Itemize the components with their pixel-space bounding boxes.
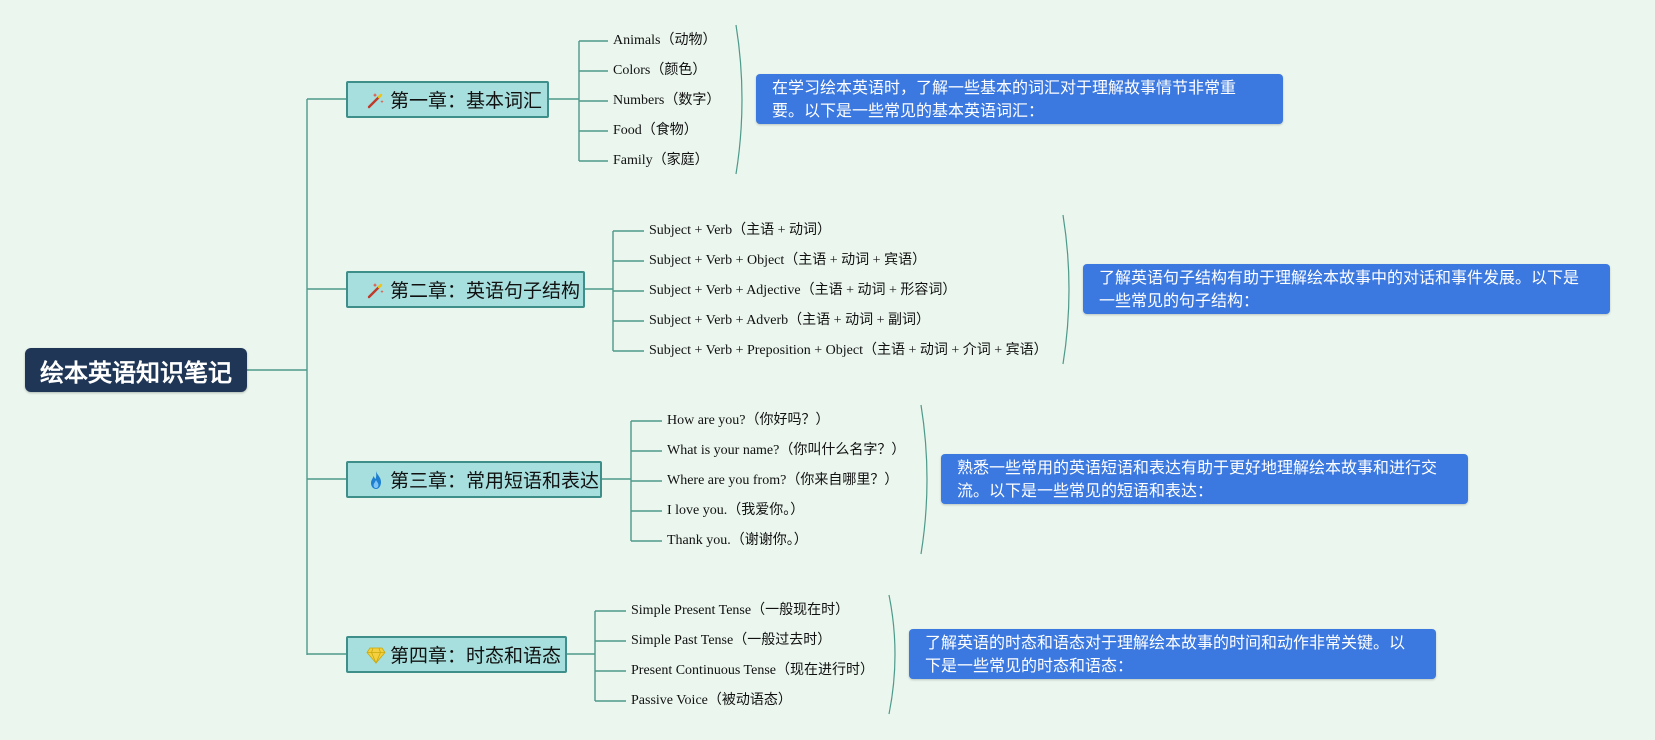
chapter-3-title: 第三章：常用短语和表达 (390, 470, 600, 492)
root-node[interactable]: 绘本英语知识笔记 (25, 348, 247, 392)
chapter-1-item[interactable]: Colors（颜色） (613, 63, 707, 78)
chapter-1-item[interactable]: Numbers（数字） (613, 93, 721, 108)
magic-wand-icon (366, 90, 386, 110)
diamond-icon (366, 645, 386, 665)
chapter-1-summary-bracket (735, 24, 743, 175)
chapter-3-item[interactable]: What is your name?（你叫什么名字？） (667, 443, 906, 458)
chapter-3-item[interactable]: I love you.（我爱你。） (667, 503, 805, 518)
chapter-2-node[interactable]: 第二章：英语句子结构 (346, 271, 585, 308)
chapter-2-item[interactable]: Subject + Verb + Adverb（主语 + 动词 + 副词） (649, 313, 930, 328)
chapter-4-item[interactable]: Simple Past Tense（一般过去时） (631, 633, 832, 648)
chapter-2-item[interactable]: Subject + Verb + Preposition + Object（主语… (649, 343, 1048, 358)
chapter-2-item[interactable]: Subject + Verb + Adjective（主语 + 动词 + 形容词… (649, 283, 957, 298)
chapter-2-item[interactable]: Subject + Verb + Object（主语 + 动词 + 宾语） (649, 253, 927, 268)
chapter-4-item[interactable]: Present Continuous Tense（现在进行时） (631, 663, 874, 678)
chapter-1-note[interactable]: 在学习绘本英语时，了解一些基本的词汇对于理解故事情节非常重要。以下是一些常见的基… (756, 74, 1283, 124)
chapter-3-item[interactable]: How are you?（你好吗？） (667, 413, 830, 428)
chapter-2-title: 第二章：英语句子结构 (390, 280, 581, 302)
chapter-4-item[interactable]: Passive Voice（被动语态） (631, 693, 792, 708)
chapter-4-title: 第四章：时态和语态 (390, 645, 562, 667)
chapter-1-item[interactable]: Family（家庭） (613, 153, 709, 168)
magic-wand-icon (366, 280, 386, 300)
chapter-3-item[interactable]: Where are you from?（你来自哪里？） (667, 473, 899, 488)
chapter-1-node[interactable]: 第一章：基本词汇 (346, 81, 549, 118)
chapter-1-title: 第一章：基本词汇 (390, 90, 543, 112)
chapter-4-summary-bracket (888, 594, 896, 715)
chapter-3-note[interactable]: 熟悉一些常用的英语短语和表达有助于更好地理解绘本故事和进行交流。以下是一些常见的… (941, 454, 1468, 504)
chapter-3-item[interactable]: Thank you.（谢谢你。） (667, 533, 808, 548)
chapter-1-item[interactable]: Animals（动物） (613, 33, 717, 48)
chapter-2-note[interactable]: 了解英语句子结构有助于理解绘本故事中的对话和事件发展。以下是一些常见的句子结构： (1083, 264, 1610, 314)
chapter-4-item[interactable]: Simple Present Tense（一般现在时） (631, 603, 850, 618)
chapter-3-node[interactable]: 第三章：常用短语和表达 (346, 461, 602, 498)
chapter-4-node[interactable]: 第四章：时态和语态 (346, 636, 567, 673)
chapter-2-item[interactable]: Subject + Verb（主语 + 动词） (649, 223, 831, 238)
chapter-4-note[interactable]: 了解英语的时态和语态对于理解绘本故事的时间和动作非常关键。以下是一些常见的时态和… (909, 629, 1436, 679)
chapter-2-summary-bracket (1062, 214, 1070, 365)
chapter-1-item[interactable]: Food（食物） (613, 123, 698, 138)
chapter-3-summary-bracket (920, 404, 928, 555)
fire-icon (366, 470, 386, 490)
